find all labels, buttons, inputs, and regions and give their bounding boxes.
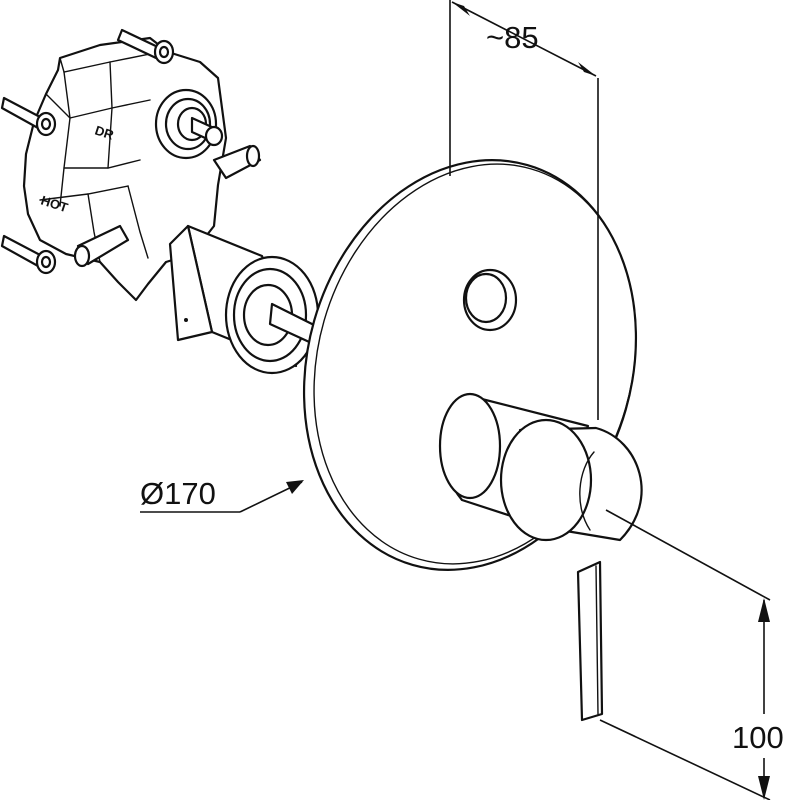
inlet-nipple [73,224,130,268]
dr-marking: DR [93,123,116,143]
mounting-stud [0,234,57,275]
dimension-diameter: Ø170 [140,476,304,513]
mounting-stud [0,96,57,137]
projection-label: ~85 [486,20,539,55]
diameter-label: Ø170 [140,476,216,511]
diverter-port [154,88,224,160]
outlet-nipple [212,144,262,180]
mounting-stud [116,28,175,65]
cartridge [168,224,326,375]
lever-height-label: 100 [732,720,784,755]
dimension-projection: ~85 [449,0,599,420]
diverter-button [462,268,518,332]
valve-body: DR HOT [0,28,262,302]
dimension-lever-height: 100 [599,509,784,800]
